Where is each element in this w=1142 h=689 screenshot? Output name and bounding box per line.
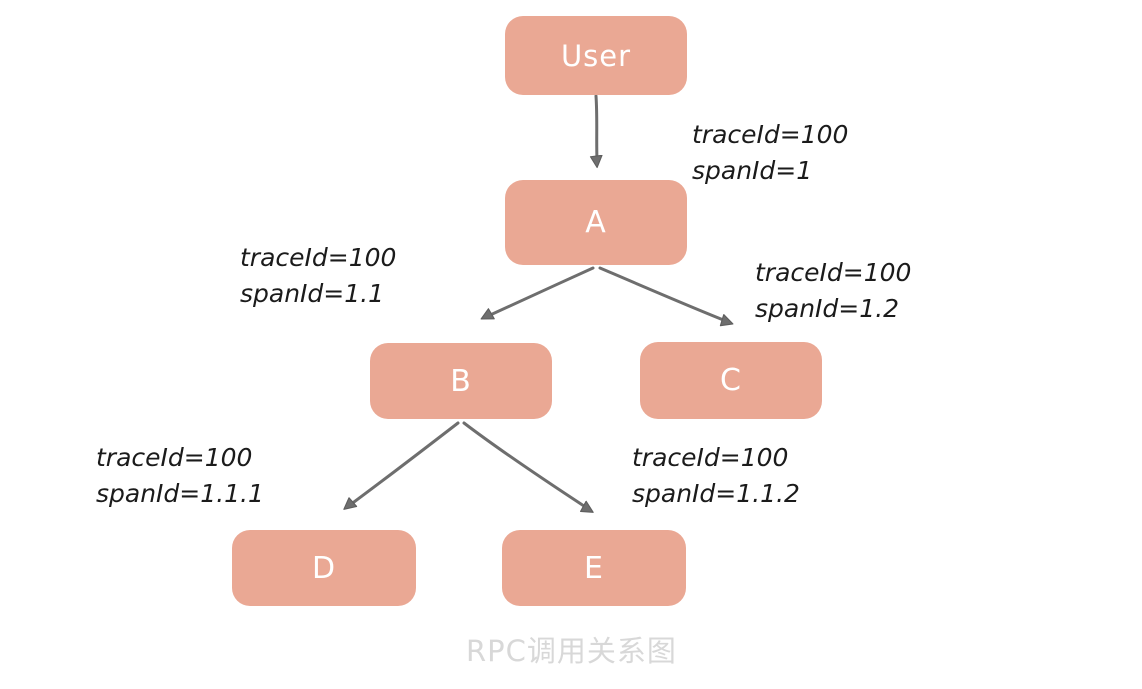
node-b[interactable]: B	[370, 343, 552, 419]
edge-label-b-to-d: traceId=100 spanId=1.1.1	[96, 440, 264, 511]
node-c[interactable]: C	[640, 342, 822, 419]
node-e[interactable]: E	[502, 530, 686, 606]
edge-label-b-to-e: traceId=100 spanId=1.1.2	[632, 440, 800, 511]
edge-label-a-to-c-traceid: traceId=100	[755, 258, 912, 287]
node-user[interactable]: User	[505, 16, 687, 95]
node-a[interactable]: A	[505, 180, 687, 265]
edge-user-to-a	[596, 94, 597, 160]
edge-label-a-to-c-spanid: spanId=1.2	[755, 293, 900, 323]
node-c-label: C	[720, 363, 742, 398]
edge-label-b-to-e-traceid: traceId=100	[632, 443, 789, 472]
edge-a-to-c	[598, 266, 726, 321]
node-user-label: User	[560, 38, 632, 73]
edge-label-user-to-a-spanid: spanId=1	[692, 155, 813, 185]
diagram-caption-watermark: RPC调用关系图	[466, 634, 677, 668]
edge-b-to-e	[462, 421, 587, 508]
edge-b-to-d	[350, 421, 460, 505]
edge-label-a-to-b-traceid: traceId=100	[240, 243, 397, 272]
edge-a-to-b	[488, 266, 595, 316]
edge-label-a-to-b-spanid: spanId=1.1	[240, 278, 385, 308]
node-d[interactable]: D	[232, 530, 416, 606]
node-d-label: D	[311, 550, 337, 586]
edge-label-b-to-d-spanid: spanId=1.1.1	[96, 478, 264, 508]
edge-label-b-to-d-traceid: traceId=100	[96, 443, 253, 472]
node-b-label: B	[450, 363, 472, 399]
node-e-label: E	[584, 550, 604, 586]
edge-label-b-to-e-spanid: spanId=1.1.2	[632, 478, 800, 508]
edge-label-user-to-a-traceid: traceId=100	[692, 120, 849, 149]
edge-label-a-to-b: traceId=100 spanId=1.1	[240, 240, 396, 311]
edge-label-a-to-c: traceId=100 spanId=1.2	[755, 255, 911, 326]
node-a-label: A	[585, 205, 607, 240]
edge-label-user-to-a: traceId=100 spanId=1	[692, 117, 848, 188]
